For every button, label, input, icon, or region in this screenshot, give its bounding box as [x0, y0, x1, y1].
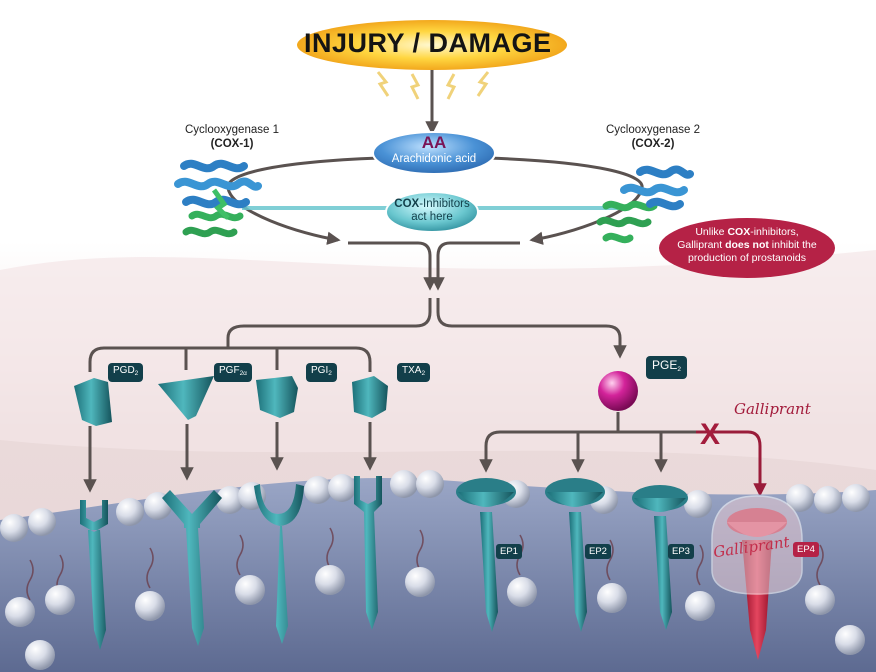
galliprant-brand-label: Galliprant	[734, 400, 811, 418]
pgi2-sub: 2	[328, 370, 332, 377]
pgf2a-tag: PGF2α	[214, 363, 252, 382]
injury-burst-icon	[297, 20, 567, 70]
receptor-tp-icon	[354, 476, 382, 630]
pge2-tag: PGE2	[646, 356, 687, 379]
lipid-tails	[26, 527, 824, 601]
note-text-2: -inhibitors,	[750, 226, 799, 238]
note-text-1: Unlike	[695, 226, 728, 238]
galliprant-note: Unlike COX-inhibitors, Galliprant does n…	[659, 226, 835, 265]
arrow-to-ep4	[696, 430, 767, 497]
pge2-sphere-icon	[598, 371, 638, 411]
cox1-label: Cyclooxygenase 1 (COX-1)	[168, 123, 296, 151]
pgd2-molecule-icon	[74, 378, 112, 426]
cox2-name: Cyclooxygenase 2	[606, 124, 700, 136]
branch-ep-bar	[484, 430, 696, 468]
pgi2-tag: PGI2	[306, 363, 337, 382]
inhibitor-line2: act here	[411, 211, 453, 223]
receptor-ep1-icon	[480, 512, 498, 632]
note-bold-2: does not	[725, 239, 769, 251]
arrow-aa-to-cox1	[226, 156, 381, 245]
cox2-protein-icon	[596, 165, 694, 244]
txa2-label: TXA	[402, 365, 422, 376]
arrow-to-pge2	[436, 298, 627, 359]
ep4-galliprant-capsule-icon	[711, 495, 803, 660]
receptor-ep2-icon	[569, 512, 587, 632]
txa2-tag: TXA2	[397, 363, 431, 382]
inhibitor-rest: -Inhibitors	[419, 198, 470, 210]
receptor-dp-icon	[80, 500, 108, 650]
aa-abbr: AA	[421, 133, 447, 152]
lightning-icon	[376, 71, 490, 100]
pgf2a-label: PGF	[219, 365, 240, 376]
cox-inhibitor-oval	[385, 191, 479, 233]
lipid-heads-bottom	[5, 565, 865, 670]
branch-prostanoids-stem	[226, 298, 432, 348]
pgf2a-molecule-icon	[158, 376, 214, 420]
block-x-mark: X	[700, 418, 721, 451]
aa-name: Arachidonic acid	[391, 153, 477, 165]
aa-oval	[372, 131, 496, 175]
note-bold-1: COX	[727, 226, 751, 238]
pge2-sub: 2	[677, 366, 681, 373]
arrow-cox1-down	[348, 241, 437, 291]
note-text-5: production of prostanoids	[688, 252, 806, 264]
pgd2-tag: PGD2	[108, 363, 144, 382]
branch-prostanoids-bar	[88, 346, 372, 372]
pgi2-label: PGI	[311, 365, 329, 376]
lipid-heads	[0, 470, 870, 542]
cox1-name: Cyclooxygenase 1	[185, 124, 279, 136]
pge2-label: PGE	[652, 358, 678, 372]
receptors-ep	[456, 478, 688, 632]
receptor-fp-icon	[162, 490, 222, 646]
cox-inhibitor-label: COX-Inhibitors act here	[386, 198, 478, 224]
ep4-tag: EP4	[793, 542, 819, 557]
cox2-abbr: (COX-2)	[631, 138, 675, 150]
ep1-tag: EP1	[496, 544, 522, 559]
receptor-ip-icon	[254, 484, 304, 644]
cox1-abbr: (COX-1)	[210, 138, 254, 150]
receptors-prostanoid	[80, 476, 382, 650]
pgi2-molecule-icon	[256, 376, 298, 418]
txa2-molecule-icon	[352, 376, 388, 418]
ep3-tag: EP3	[668, 544, 694, 559]
inhibitor-bold: COX	[394, 198, 420, 210]
arrow-cox2-down	[431, 241, 520, 291]
txa2-sub: 2	[421, 370, 426, 377]
note-text-4: inhibit the	[768, 239, 817, 251]
ep2-tag: EP2	[585, 544, 611, 559]
receptor-ep3-icon	[654, 516, 672, 630]
cox1-protein-icon	[174, 159, 262, 238]
pgd2-sub: 2	[134, 370, 139, 377]
pgf2a-sub: 2α	[239, 370, 247, 377]
note-text-3: Galliprant	[677, 239, 726, 251]
background-swoosh	[0, 250, 876, 470]
cox2-label: Cyclooxygenase 2 (COX-2)	[589, 123, 717, 151]
page-title: INJURY / DAMAGE	[304, 28, 552, 58]
pgd2-label: PGD	[113, 365, 135, 376]
aa-label: AA Arachidonic acid	[373, 134, 495, 166]
arrow-aa-to-cox2	[487, 156, 644, 245]
note-oval	[659, 218, 835, 278]
